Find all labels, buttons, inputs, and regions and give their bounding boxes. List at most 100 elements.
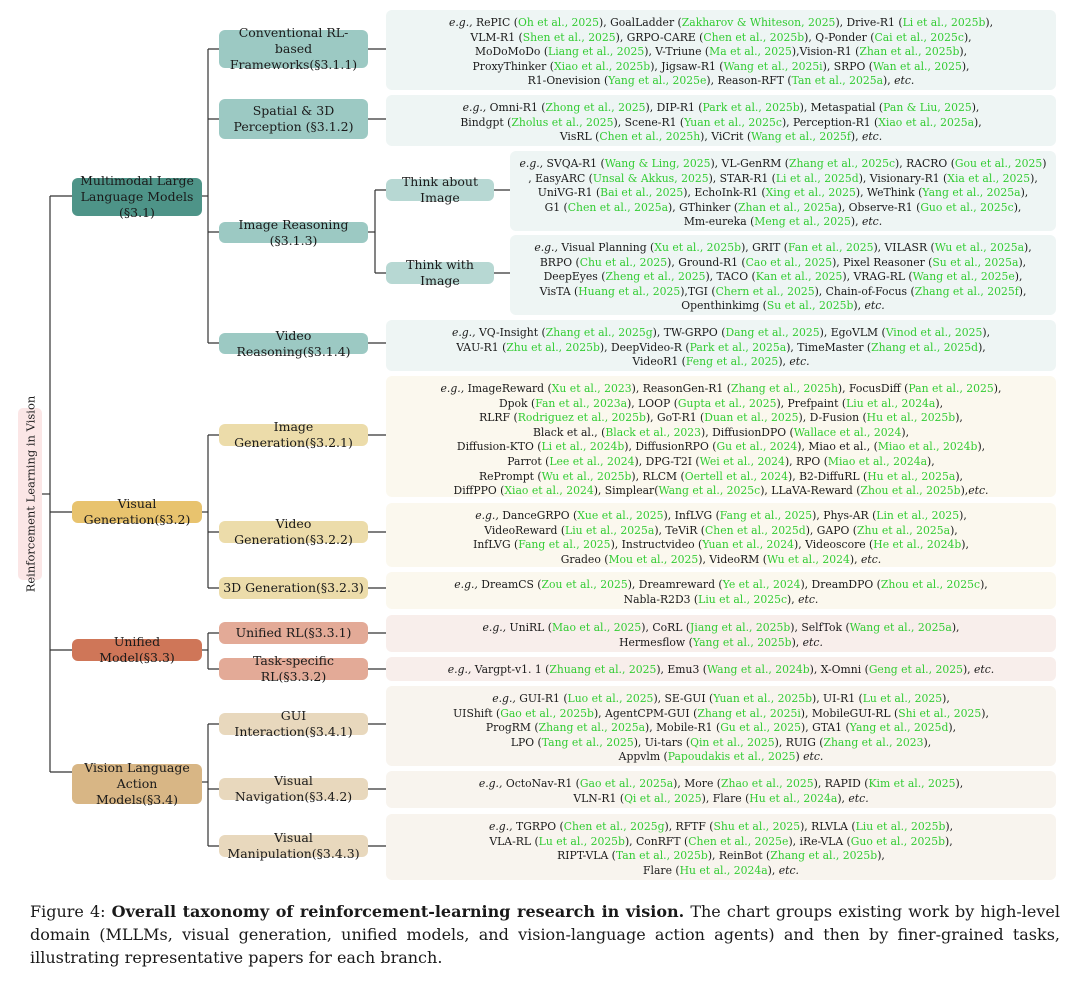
paper-text: Diffusion-KTO ( [456,440,542,454]
citation: Gu et al., 2025 [720,721,802,735]
italic-marker: etc. [861,215,883,229]
italic-marker: etc. [860,552,882,566]
paper-text: RePIC ( [472,16,518,29]
paper-text: ), GAPO ( [805,523,857,537]
papers-think-with-image: e.g., Visual Planning (Xu et al., 2025b)… [510,235,1056,315]
paper-text: ), [955,411,963,425]
root-label: Reinforcement Learning in Vision [23,395,38,593]
paper-line: e.g., SVQA-R1 (Wang & Ling, 2025), VL-Ge… [518,157,1048,172]
paper-text: ImageReward ( [464,382,552,395]
paper-line: Nabla-R2D3 (Liu et al., 2025c), etc. [394,593,1048,608]
paper-line: Appvlm (Papoudakis et al., 2025) etc. [394,750,1048,765]
italic-marker: etc. [968,484,989,498]
paper-text: ), [923,735,932,749]
paper-text: ), GTA1 ( [801,721,850,735]
paper-text: ), DiffusionDPO ( [701,425,794,439]
paper-text: Mm-eureka ( [683,215,755,229]
paper-text: LPO ( [510,735,542,749]
paper-text: ), Ui-tars ( [633,735,691,749]
paper-text: ) [1042,157,1047,170]
paper-text: VideoR1 ( [632,355,686,369]
paper-line: VisRL (Chen et al., 2025h), ViCrit (Wang… [394,130,1048,145]
paper-text: DreamCS ( [477,578,542,591]
citation: Hu et al., 2024a [679,863,768,877]
paper-text: ), SelfTok ( [790,621,850,634]
citation: Zhang et al., 2025h [730,382,838,395]
citation: Kan et al., 2025 [755,270,843,284]
paper-text: ProgRM ( [485,721,539,735]
paper-text: ), [901,425,910,439]
paper-text: ), [981,706,989,720]
paper-text: TGRPO ( [512,820,564,833]
papers-visual-manipulation: e.g., TGRPO (Chen et al., 2025g), RFTF (… [386,814,1056,880]
paper-line: Mm-eureka (Meng et al., 2025), etc. [518,215,1048,230]
italic-marker: e.g., [534,241,558,254]
paper-text: ), [787,592,799,606]
paper-line: e.g., RePIC (Oh et al., 2025), GoalLadde… [394,16,1048,31]
paper-text: ), DreamDPO ( [800,578,881,591]
citation: Zhou et al., 2025c [880,578,981,591]
citation: Shu et al., 2025 [713,820,801,833]
figure-caption: Figure 4: Overall taxonomy of reinforcem… [30,900,1060,969]
italic-marker: e.g., [454,578,478,591]
caption-body: The chart groups existing work by high-l… [30,902,1060,967]
paper-line: e.g., UniRL (Mao et al., 2025), CoRL (Ji… [394,621,1048,636]
paper-text: ), Chain-of-Focus ( [814,284,915,298]
citation: Yang et al., 2025a [922,186,1021,200]
citation: Zhan et al., 2025b [859,45,960,59]
paper-text: ), ReinBot ( [707,849,771,863]
paper-text: ), [850,130,862,144]
paper-text: Omni-R1 ( [486,101,546,114]
citation: Zhang et al., 2025f [914,284,1019,298]
citation: Tang et al., 2025 [541,735,634,749]
citation: Zhu et al., 2025a [856,523,951,537]
citation: Gu et al., 2024 [716,440,798,454]
citation: Cao et al., 2025 [745,255,833,269]
paper-line: Black et al., (Black et al., 2023), Diff… [394,426,1048,441]
paper-text: Vargpt-v1. 1 ( [471,663,550,676]
citation: Park et al., 2025b [702,101,800,114]
citation: Liu et al., 2025c [698,592,788,606]
paper-text: VisTA ( [539,284,579,298]
node-image-generation: Image Generation(§3.2.1) [219,419,368,450]
paper-text: ), SRPO ( [822,59,874,73]
citation: Li et al., 2025b [902,16,986,29]
paper-line: Gradeo (Mou et al., 2025), VideoRM (Wu e… [394,553,1048,568]
paper-text: RePrompt ( [479,469,542,483]
paper-text: ), Observe-R1 ( [837,200,921,214]
paper-line: Hermesflow (Yang et al., 2025b), etc. [394,636,1048,651]
citation: Yang et al., 2025e [608,74,707,88]
citation: Liu et al., 2025b [855,820,946,833]
node-gui-interaction: GUI Interaction(§3.4.1) [219,708,368,739]
paper-text: ), [948,721,957,735]
paper-text: ), [961,59,970,73]
paper-line: e.g., DanceGRPO (Xue et al., 2025), InfL… [394,509,1048,524]
paper-text: ), RLCM ( [631,469,685,483]
citation: Wang & Ling, 2025 [604,157,711,170]
italic-marker: etc. [894,74,915,88]
paper-text: R1-Onevision ( [527,74,609,88]
citation: Mao et al., 2025 [552,621,642,634]
citation: Chen et al., 2025b [703,30,805,44]
paper-text: ), UI-R1 ( [811,692,863,705]
paper-text: ), [1024,241,1032,254]
paper-line: RePrompt (Wu et al., 2025b), RLCM (Oerte… [394,470,1048,485]
papers-image-generation: e.g., ImageReward (Xu et al., 2023), Rea… [386,376,1056,497]
paper-text: ), EchoInk-R1 ( [683,186,766,200]
citation: Zholus et al., 2025 [511,115,614,129]
paper-text: ), [959,45,968,59]
citation: Guo et al., 2025b [850,834,946,848]
citation: Dang et al., 2025 [725,326,820,339]
paper-text: ), Perception-R1 ( [781,115,879,129]
citation: Yuan et al., 2025c [684,115,782,129]
paper-text: ),Vision-R1 ( [791,45,860,59]
paper-text: ), [850,215,862,229]
citation: Hu et al., 2025b [866,411,956,425]
citation: Zhou et al., 2025b [860,484,961,498]
branch-mllm: Multimodal Large Language Models (§3.1) [72,173,202,220]
paper-text: ), Prefpaint ( [776,396,847,410]
paper-text: ), D-Fusion ( [798,411,867,425]
paper-text: ), LOOP ( [627,396,678,410]
paper-text: ), STAR-R1 ( [708,171,776,185]
paper-text: ), Mobile-R1 ( [645,721,721,735]
